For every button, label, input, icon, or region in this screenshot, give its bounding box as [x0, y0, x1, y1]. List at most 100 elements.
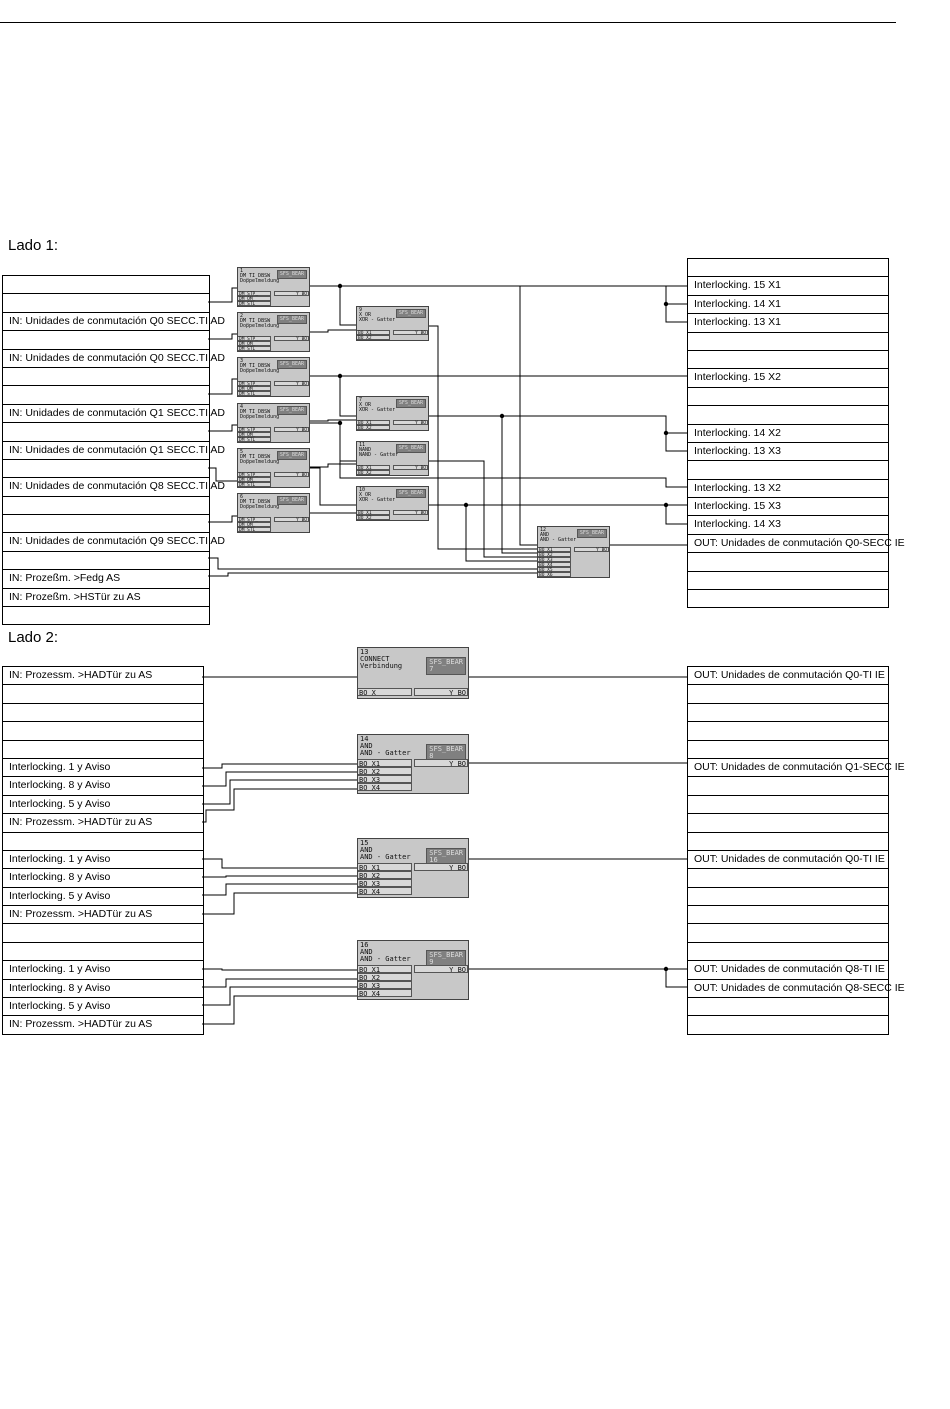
block-input-port[interactable]: DM STL	[238, 346, 271, 352]
block-input-port[interactable]: DM STL	[238, 301, 271, 307]
block-output-port[interactable]: Y BO	[273, 472, 309, 478]
block-input-port[interactable]: BO X2	[358, 871, 412, 880]
block-input-port[interactable]: DM OM_	[238, 386, 271, 392]
block-input-port[interactable]: BO X	[358, 688, 412, 697]
block-input-port[interactable]: BO X2	[357, 515, 390, 521]
block-input-port[interactable]: BO X4	[358, 887, 412, 896]
block-output-port[interactable]: Y BO	[273, 291, 309, 297]
block-output-port[interactable]: Y BO	[414, 759, 468, 768]
lado2-output-row	[688, 685, 888, 704]
block-input-port[interactable]: DM OM_	[238, 432, 271, 438]
lado2-input-row: Interlocking. 8 y Aviso	[3, 777, 203, 796]
block-output-port[interactable]: Y BO	[273, 381, 309, 387]
block-input-port[interactable]: BO X3	[358, 879, 412, 888]
block-output-port[interactable]: Y BO	[392, 510, 428, 516]
block-input-port[interactable]: BO X2	[357, 335, 390, 341]
block-input-port[interactable]: DM STP_	[238, 381, 271, 387]
block-label-l3: Doppelmeldung	[240, 278, 280, 284]
block-input-port[interactable]: DM STP_	[238, 291, 271, 297]
block-tag: SFS_BEAR	[276, 451, 307, 460]
lado2-input-row: Interlocking. 1 y Aviso	[3, 961, 203, 980]
block-input-port[interactable]: BO X2	[357, 470, 390, 476]
block-output-port[interactable]: Y BO	[392, 465, 428, 471]
lado2-input-row	[3, 685, 203, 704]
block-input-port[interactable]: BO X4	[358, 783, 412, 792]
section-title-lado-2: Lado 2:	[8, 629, 59, 646]
block-input-port[interactable]: DM STL	[238, 482, 271, 488]
block-input-port[interactable]: BO X3	[358, 981, 412, 990]
block-label-l3: Doppelmeldung	[240, 414, 280, 420]
block-input-port[interactable]: DM STP_	[238, 472, 271, 478]
block-tag: SFS_BEAR	[276, 270, 307, 279]
block-input-port[interactable]: DM STP_	[238, 336, 271, 342]
block-label-l2: DM_TI_DBSW	[240, 318, 271, 324]
block-output-port[interactable]: Y BO	[414, 965, 468, 974]
block-output-port[interactable]: Y BO	[392, 330, 428, 336]
block-output-port[interactable]: Y BO	[273, 517, 309, 523]
block-output-port[interactable]: Y BO	[414, 863, 468, 872]
block-input-port[interactable]: BO X1	[357, 510, 390, 516]
block-input-port[interactable]: BO X1	[358, 863, 412, 872]
block-output-port[interactable]: Y BO	[573, 547, 609, 553]
block-input-port[interactable]: DM STL	[238, 527, 271, 533]
block-output-port[interactable]: Y BO	[414, 688, 468, 697]
block-input-port[interactable]: BO X1	[358, 965, 412, 974]
block-input-port[interactable]: DM OM_	[238, 477, 271, 483]
block-input-port[interactable]: BO X1	[358, 759, 412, 768]
block-input-port[interactable]: BO X2	[358, 973, 412, 982]
block-input-port[interactable]: DM OM_	[238, 296, 271, 302]
block-input-port[interactable]: DM STP_	[238, 517, 271, 523]
block-input-port[interactable]: DM OM_	[238, 341, 271, 347]
lado1-input-row	[3, 294, 209, 313]
block-input-port[interactable]: BO X4	[538, 562, 571, 568]
block-input-port[interactable]: BO X1	[538, 547, 571, 553]
lado2-output-row	[688, 704, 888, 723]
block-output-port[interactable]: Y BO	[392, 420, 428, 426]
block-input-port[interactable]: BO X1	[357, 465, 390, 471]
block-output-port[interactable]: Y BO	[273, 427, 309, 433]
lado1-output-row	[688, 406, 888, 425]
lado2-output-row: OUT: Unidades de conmutación Q8-TI IE	[688, 961, 888, 980]
lado1-input-row: IN: Unidades de conmutación Q1 SECC.TI A…	[3, 442, 225, 460]
lado2-input-row: IN: Prozessm. >HADTür zu AS	[3, 667, 203, 686]
block-input-port[interactable]: BO X5	[538, 567, 571, 573]
block-input-port[interactable]: BO X6	[538, 572, 571, 578]
block-input-port[interactable]: BO X2	[357, 425, 390, 431]
block-input-port[interactable]: DM STP_	[238, 427, 271, 433]
block-input-port[interactable]: BO X2	[538, 552, 571, 558]
block-input-port[interactable]: BO X4	[358, 989, 412, 998]
lado2-input-row	[3, 722, 203, 741]
block-input-port[interactable]: DM STL	[238, 391, 271, 397]
block-input-port[interactable]: BO X2	[358, 767, 412, 776]
block-output-port[interactable]: Y BO	[273, 336, 309, 342]
lado2-input-row: Interlocking. 5 y Aviso	[3, 888, 203, 907]
block-label-l3: XOR - Gatter	[359, 497, 396, 503]
block-input-port[interactable]: DM STL	[238, 437, 271, 443]
block-input-port[interactable]: BO X1	[357, 420, 390, 426]
block-input-port[interactable]: DM OM_	[238, 522, 271, 528]
block-input-port[interactable]: BO X1	[357, 330, 390, 336]
block-label-l1: 13	[360, 648, 369, 656]
block-input-port[interactable]: BO X3	[538, 557, 571, 563]
block-input-port[interactable]: BO X3	[358, 775, 412, 784]
